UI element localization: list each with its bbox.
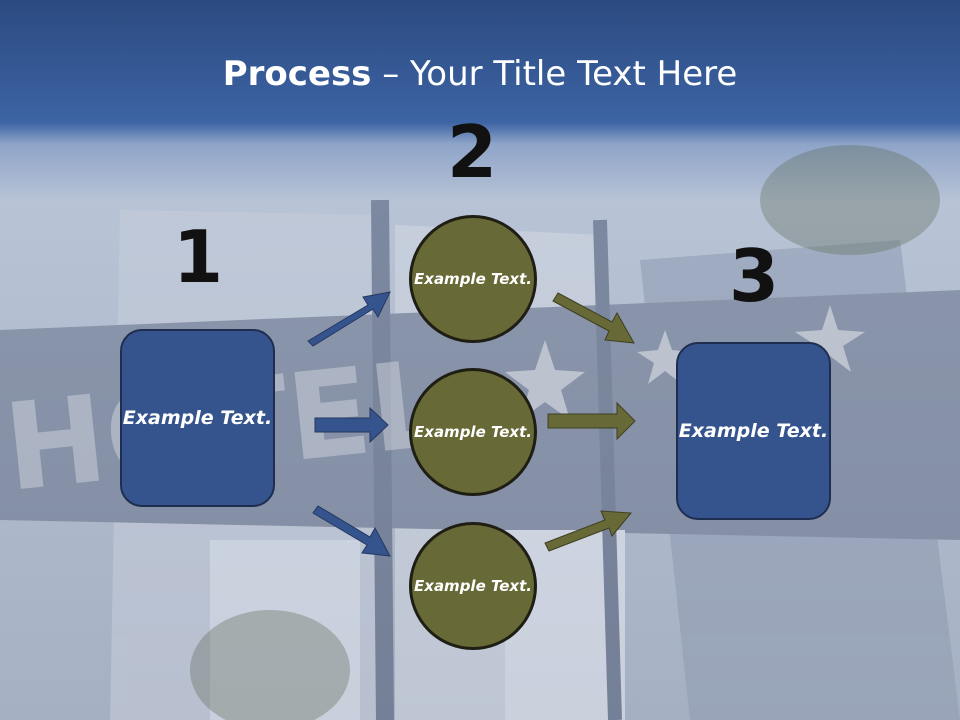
step-number-3: 3 bbox=[728, 234, 780, 318]
arrow-blue-right bbox=[314, 406, 389, 444]
title-rest: – Your Title Text Here bbox=[371, 54, 738, 94]
arrow-olive-up bbox=[544, 510, 633, 552]
circle-middle: Example Text. bbox=[409, 368, 537, 496]
arrow-olive-down bbox=[552, 292, 635, 344]
arrow-blue-down bbox=[312, 505, 391, 557]
right-step-box: Example Text. bbox=[676, 342, 831, 520]
circle-top: Example Text. bbox=[409, 215, 537, 343]
step-number-2: 2 bbox=[446, 110, 498, 194]
arrow-olive-right bbox=[547, 401, 636, 441]
title-bold: Process bbox=[222, 54, 372, 94]
sign-stars bbox=[505, 305, 865, 420]
arrow-blue-up bbox=[307, 291, 391, 347]
circle-bottom: Example Text. bbox=[409, 522, 537, 650]
step-number-1: 1 bbox=[172, 215, 224, 299]
left-step-box: Example Text. bbox=[120, 329, 275, 507]
slide-title: Process – Your Title Text Here bbox=[0, 52, 960, 96]
tree-silhouette bbox=[190, 145, 940, 720]
